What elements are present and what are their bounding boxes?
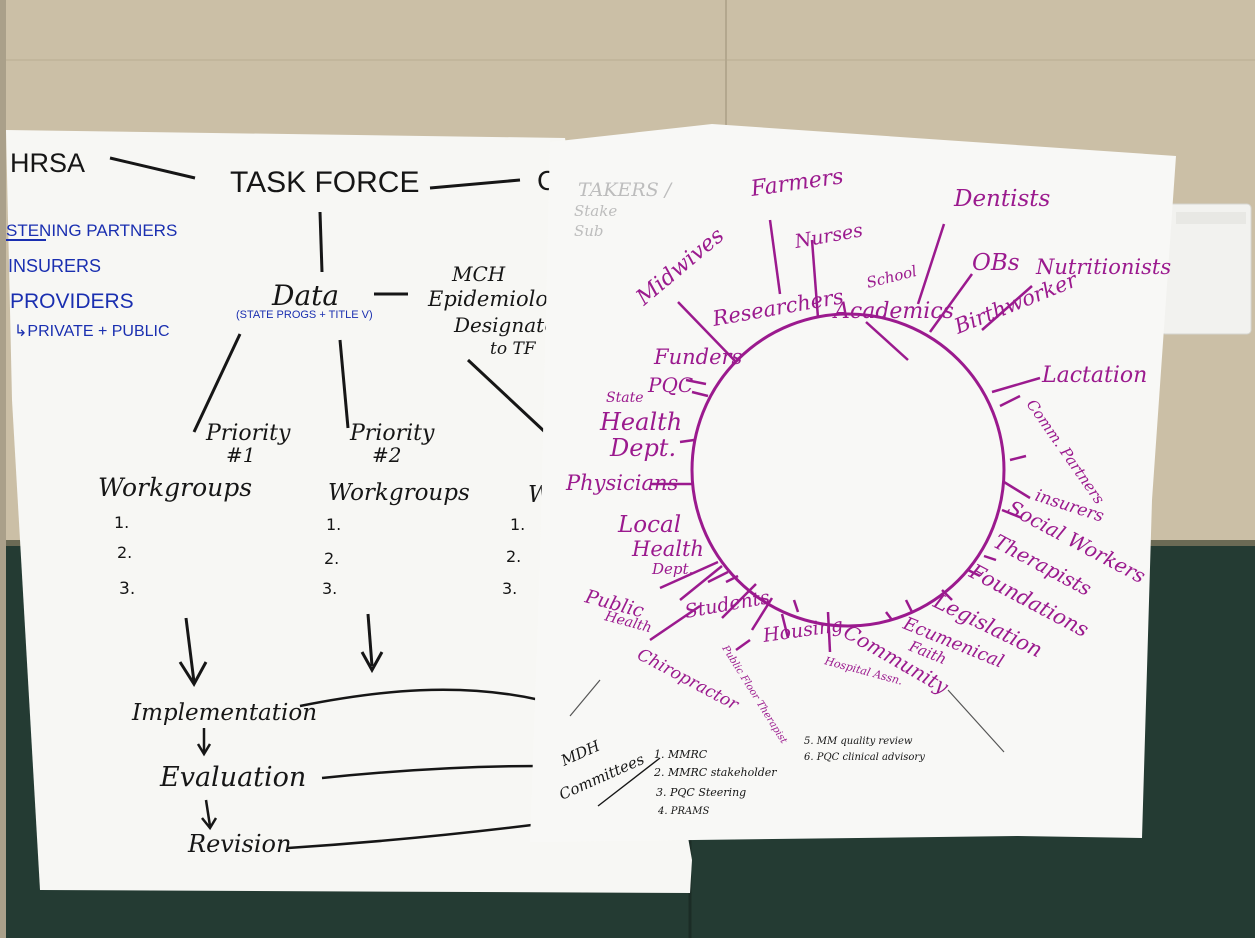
committee-4: 4. PRAMS — [657, 806, 709, 817]
faint-text-1: TAKERS / — [578, 179, 673, 201]
priority-2-num: #2 — [372, 443, 401, 467]
thermostat-device — [1160, 203, 1252, 335]
committee-2: 2. MMRC stakeholder — [653, 766, 777, 779]
revision-label: Revision — [187, 830, 291, 858]
stakeholder-nutritionists: Nutritionists — [1035, 255, 1171, 279]
mch-line-1: MCH — [451, 262, 506, 286]
wg2-item-1: 1. — [326, 515, 341, 534]
wg2-item-3: 3. — [322, 579, 337, 598]
faint-text-3: Sub — [574, 222, 604, 240]
stakeholder-circle — [690, 312, 1006, 628]
stakeholder-dentists: Dentists — [953, 186, 1051, 212]
stakeholder-health: Health — [599, 408, 682, 436]
committee-6: 6. PQC clinical advisory — [804, 752, 925, 763]
committee-5: 5. MM quality review — [804, 736, 913, 747]
stakeholder-physicians: Physicians — [565, 471, 679, 495]
data-label: Data — [271, 279, 339, 312]
partners-insurers: INSURERS — [8, 256, 101, 276]
wg2-item-2: 2. — [324, 549, 339, 568]
faint-text-2: Stake — [574, 202, 617, 220]
priority-1-num: #1 — [226, 443, 255, 467]
right-paper: TAKERS / Stake Sub — [530, 124, 1176, 842]
stakeholder-funders: Funders — [653, 345, 743, 369]
partners-title: STENING PARTNERS — [6, 221, 177, 240]
wg3-item-1: 1. — [510, 515, 525, 534]
task-force-label: TASK FORCE — [230, 166, 419, 199]
stakeholder-dept: Dept. — [609, 434, 676, 462]
evaluation-label: Evaluation — [159, 762, 306, 793]
wg1-item-1: 1. — [114, 513, 129, 532]
partners-providers: PROVIDERS — [10, 290, 134, 313]
committee-3: 3. PQC Steering — [656, 786, 746, 799]
implementation-label: Implementation — [131, 700, 317, 726]
partners-private-public: ↳PRIVATE + PUBLIC — [14, 323, 170, 340]
wg1-item-2: 2. — [117, 543, 132, 562]
stakeholder-dept-2: Dept. — [651, 560, 693, 578]
priority-1: Priority — [205, 421, 291, 446]
priority-2: Priority — [349, 421, 435, 446]
mch-line-4: to TF — [490, 339, 537, 359]
workgroups-2: Workgroups — [328, 480, 470, 506]
wg3-item-2: 2. — [506, 547, 521, 566]
stakeholder-pqc: PQC — [647, 373, 693, 397]
data-sublabel: (STATE PROGS + TITLE V) — [236, 309, 373, 321]
hrsa-label: HRSA — [10, 148, 85, 178]
wg1-item-3: 3. — [119, 579, 135, 599]
stakeholder-lactation: Lactation — [1041, 363, 1147, 388]
stakeholder-academics: Academics — [832, 299, 954, 324]
wg3-item-3: 3. — [502, 579, 517, 598]
stakeholder-local: Local — [617, 512, 681, 538]
stakeholder-obs: OBs — [972, 250, 1020, 276]
committee-1: 1. MMRC — [654, 748, 708, 761]
stakeholder-state: State — [606, 390, 643, 406]
workgroups-1: Workgroups — [98, 473, 252, 502]
stakeholder-health-2: Health — [631, 537, 704, 561]
